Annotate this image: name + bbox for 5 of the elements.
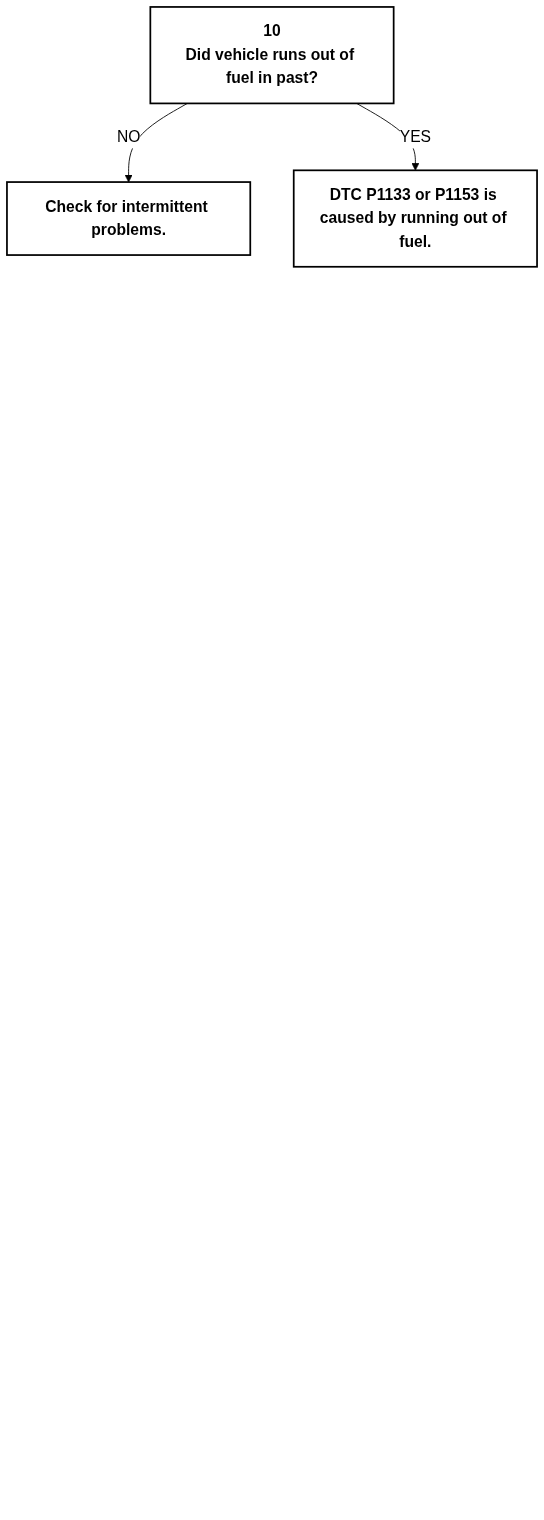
edge-label: YES [399, 127, 432, 146]
edge-label: NO [116, 127, 141, 146]
node-box: DTC P1133 or P1153 is caused by running out of fuel. [292, 169, 538, 268]
node-box: 10 Did vehicle runs out of fuel in past? [149, 6, 395, 105]
node-box: Check for intermittent problems. [6, 181, 252, 256]
